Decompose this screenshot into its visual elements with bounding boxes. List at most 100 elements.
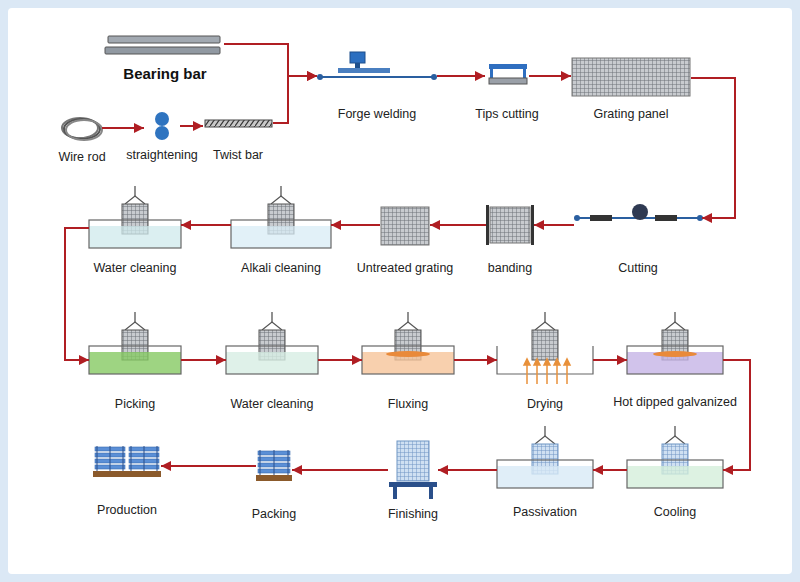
flow-arrow bbox=[318, 359, 362, 361]
illustration-part bbox=[532, 312, 558, 360]
illustration-part bbox=[534, 359, 540, 365]
illustration-part bbox=[97, 446, 157, 471]
illustration-part bbox=[524, 359, 530, 365]
flow-arrow bbox=[529, 75, 571, 77]
illustration-part bbox=[590, 215, 612, 221]
illustration-part bbox=[66, 120, 102, 140]
step-label: Forge welding bbox=[338, 106, 417, 122]
process-step: Production bbox=[93, 444, 161, 519]
step-label: Cooling bbox=[654, 504, 696, 520]
process-step: Alkali cleaning bbox=[231, 186, 331, 277]
illustration-part bbox=[386, 351, 430, 357]
flow-arrow bbox=[180, 125, 203, 127]
flow-arrow bbox=[430, 224, 486, 226]
illustration-part bbox=[389, 482, 437, 487]
flow-arrow bbox=[331, 224, 380, 226]
step-label: Alkali cleaning bbox=[241, 260, 321, 276]
flow-arrow bbox=[437, 75, 485, 77]
illustration-part bbox=[355, 63, 360, 68]
process-step: Grating panel bbox=[571, 57, 691, 123]
illustration-part bbox=[489, 78, 527, 84]
flow-arrow bbox=[224, 44, 317, 76]
step-label: Fluxing bbox=[388, 396, 428, 412]
process-step: Picking bbox=[89, 312, 181, 413]
illustration-part bbox=[93, 471, 127, 477]
illustration-part bbox=[362, 346, 454, 374]
step-label: Twist bar bbox=[213, 147, 263, 163]
illustration-part bbox=[155, 112, 169, 126]
illustration-part bbox=[564, 359, 570, 365]
illustration-part bbox=[497, 466, 593, 488]
illustration-part bbox=[574, 215, 580, 221]
process-step: Wire rod bbox=[62, 116, 102, 166]
illustration-part bbox=[231, 226, 331, 248]
illustration-part bbox=[490, 207, 530, 243]
flow-arrow bbox=[65, 228, 89, 360]
step-label: Water cleaning bbox=[231, 396, 314, 412]
illustration-part bbox=[655, 215, 677, 221]
process-step: straightening bbox=[144, 111, 180, 164]
step-label: Bearing bar bbox=[123, 66, 206, 82]
process-step: Cutting bbox=[574, 203, 702, 277]
illustration-part bbox=[205, 120, 272, 127]
illustration-part bbox=[231, 220, 331, 248]
process-step: Cooling bbox=[627, 426, 723, 521]
step-label: Cutting bbox=[618, 260, 658, 276]
process-step: Packing bbox=[256, 448, 292, 523]
flow-arrow bbox=[691, 78, 735, 218]
illustration-part bbox=[431, 74, 437, 80]
illustration-part bbox=[89, 226, 181, 248]
illustration-part bbox=[381, 207, 429, 245]
process-step: Fluxing bbox=[362, 312, 454, 413]
illustration-part bbox=[497, 460, 593, 488]
illustration-part bbox=[627, 346, 723, 374]
process-step: Twist bar bbox=[203, 116, 273, 164]
process-step: Drying bbox=[497, 312, 593, 413]
illustration-part bbox=[155, 126, 169, 140]
step-label: Wire rod bbox=[58, 149, 105, 165]
illustration-part bbox=[127, 471, 161, 477]
illustration-part bbox=[89, 352, 181, 374]
step-label: Tips cutting bbox=[475, 106, 538, 122]
illustration-part bbox=[226, 346, 318, 374]
step-label: Untreated grating bbox=[357, 260, 454, 276]
illustration-part bbox=[89, 220, 181, 248]
flow-arrow bbox=[181, 359, 226, 361]
illustration-part bbox=[362, 352, 454, 374]
illustration-part bbox=[89, 346, 181, 374]
step-label: Packing bbox=[252, 506, 296, 522]
step-label: Picking bbox=[115, 396, 155, 412]
illustration-part bbox=[486, 205, 489, 245]
step-label: Grating panel bbox=[593, 106, 668, 122]
flow-arrow bbox=[454, 359, 497, 361]
illustration-part bbox=[429, 487, 433, 499]
flow-arrow bbox=[723, 360, 750, 470]
step-label: banding bbox=[488, 260, 533, 276]
illustration-part bbox=[554, 359, 560, 365]
step-label: Water cleaning bbox=[94, 260, 177, 276]
process-step: Untreated grating bbox=[380, 204, 430, 277]
illustration-part bbox=[524, 359, 570, 384]
illustration-part bbox=[256, 475, 292, 481]
flow-arrow bbox=[181, 224, 231, 226]
illustration-part bbox=[531, 205, 534, 245]
illustration-part bbox=[105, 47, 220, 54]
step-label: Hot dipped galvanized bbox=[613, 394, 737, 410]
process-step: Tips cutting bbox=[485, 62, 529, 123]
illustration-part bbox=[544, 359, 550, 365]
flow-arrow bbox=[273, 76, 317, 123]
process-step: Water cleaning bbox=[226, 312, 318, 413]
step-label: Drying bbox=[527, 396, 563, 412]
illustration-part bbox=[497, 346, 593, 374]
flow-arrow bbox=[161, 465, 256, 467]
flow-arrow bbox=[292, 469, 388, 471]
illustration-part bbox=[572, 58, 690, 96]
illustration-part bbox=[350, 52, 365, 63]
illustration-part bbox=[489, 64, 527, 69]
step-label: Passivation bbox=[513, 504, 577, 520]
process-step: Finishing bbox=[388, 440, 438, 523]
